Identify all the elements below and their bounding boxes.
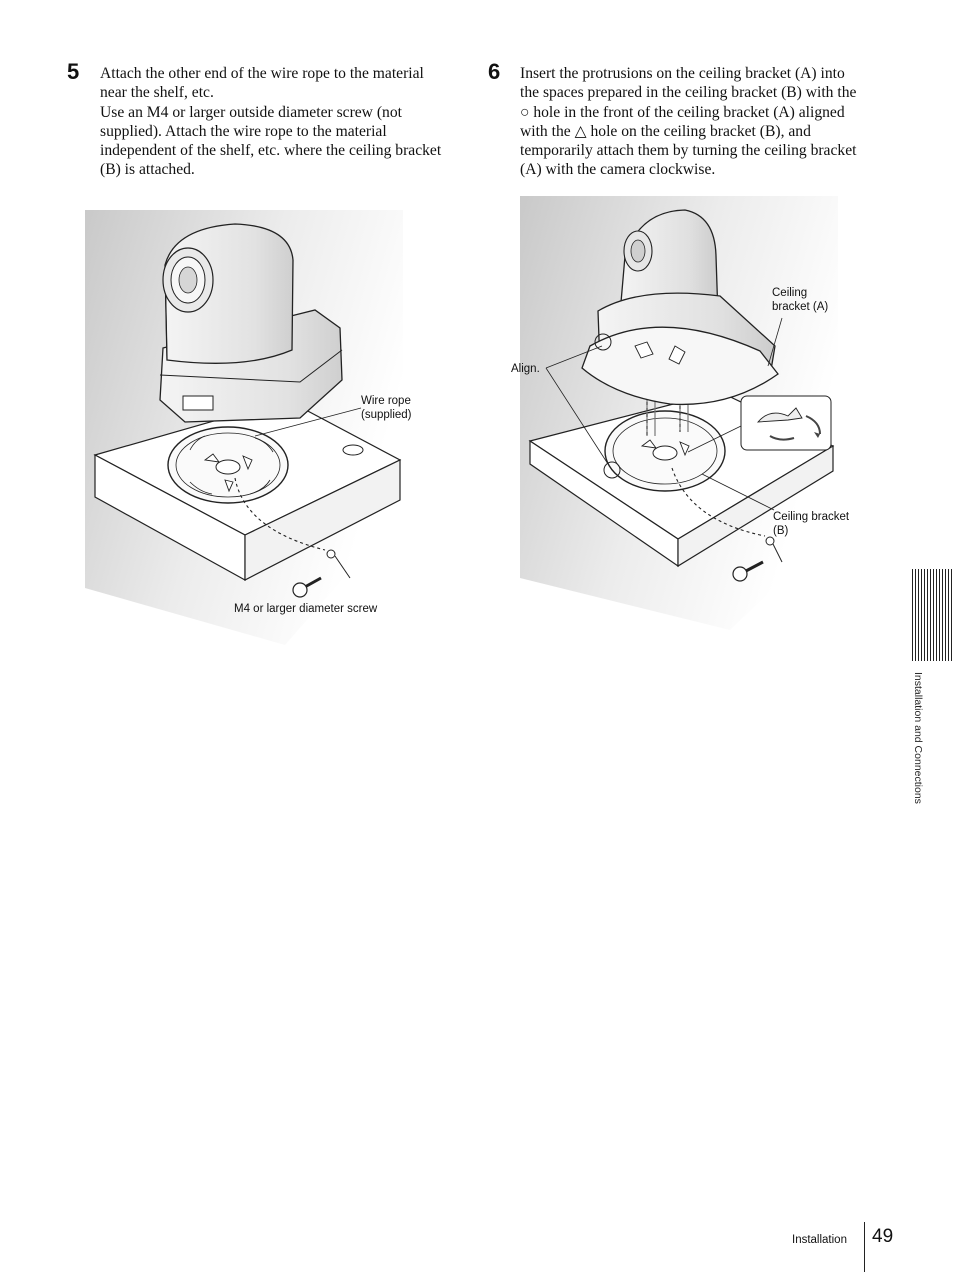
wire-rope-illustration (85, 210, 403, 645)
footer-divider (864, 1222, 865, 1272)
side-section-label-text: Installation and Connections (912, 672, 924, 804)
bracket-insertion-illustration (520, 196, 838, 630)
step-6-text-part-2: hole in the front of the ceiling bracket… (520, 103, 845, 140)
step-5-text: Attach the other end of the wire rope to… (100, 64, 445, 180)
wire-rope (234, 477, 326, 551)
ceiling-bracket-b-callout: Ceiling bracket (B) (773, 511, 850, 537)
page-number: 49 (872, 1226, 894, 1247)
wire-rope (671, 467, 766, 537)
ceiling-bracket-a-callout: Ceiling bracket (A) (772, 287, 829, 313)
rotate-clockwise-inset (687, 395, 832, 453)
footer-section-name: Installation (792, 1234, 847, 1246)
step-6-text: Insert the protrusions on the ceiling br… (520, 64, 865, 180)
step-5-paragraph-1: Attach the other end of the wire rope to… (100, 65, 424, 102)
wire-rope-callout: Wire rope (supplied) (361, 395, 412, 421)
step-6-text-part-3: hole on the ceiling bracket (B), and tem… (520, 122, 857, 179)
step-6-text-part-1: Insert the protrusions on the ceiling br… (520, 65, 857, 102)
ceiling-bracket-a (581, 326, 779, 406)
step-5-paragraph-2: Use an M4 or larger outside diameter scr… (100, 103, 442, 179)
step-6-number: 6 (488, 59, 501, 84)
m4-screw-icon (732, 560, 764, 582)
align-callout: Align. (511, 363, 540, 375)
screw-callout: M4 or larger diameter screw (234, 603, 378, 615)
step-5-number: 5 (67, 59, 80, 84)
section-tab-stripes (912, 569, 954, 661)
circle-symbol: ○ (520, 103, 530, 121)
side-section-label: Installation and Connections (910, 672, 926, 842)
m4-screw-icon (292, 576, 322, 598)
triangle-symbol: △ (574, 122, 587, 140)
